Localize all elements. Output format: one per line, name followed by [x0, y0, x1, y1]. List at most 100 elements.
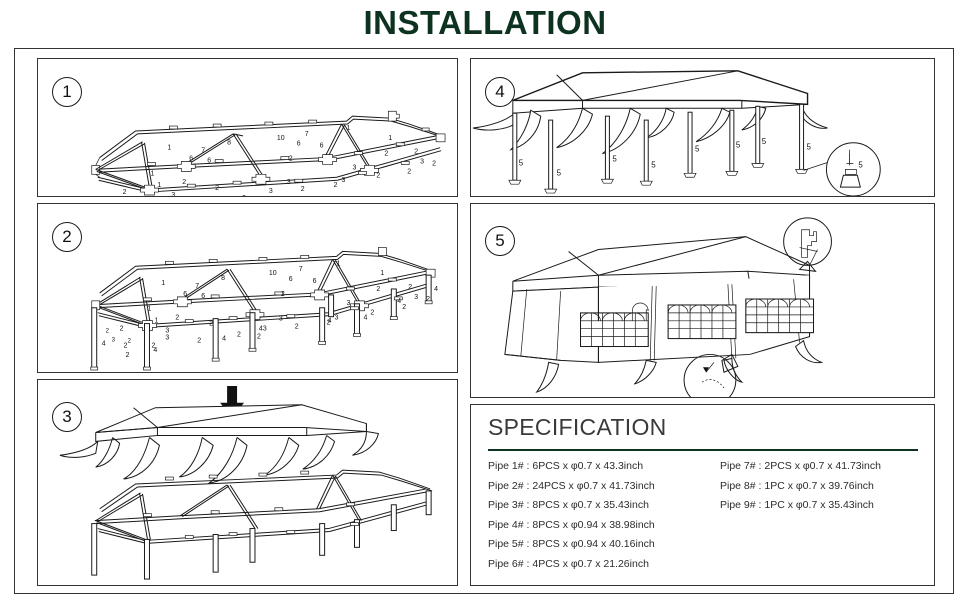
- svg-text:8: 8: [221, 275, 225, 282]
- svg-text:2: 2: [175, 315, 179, 322]
- svg-text:4: 4: [222, 335, 226, 342]
- svg-text:3: 3: [420, 158, 424, 165]
- step-3-badge: 3: [52, 402, 82, 432]
- svg-text:10: 10: [277, 135, 285, 142]
- page-title: INSTALLATION: [363, 4, 607, 41]
- svg-text:5: 5: [651, 160, 656, 169]
- spec-item: Pipe 4# : 8PCS x φ0.94 x 38.98inch: [488, 518, 655, 531]
- svg-text:2: 2: [402, 304, 406, 311]
- svg-text:2: 2: [376, 286, 380, 293]
- step-5-panel: 5: [470, 203, 935, 398]
- foot-detail-callout: 5: [803, 142, 881, 196]
- corner-clip-detail-callout: [783, 217, 832, 272]
- window: [580, 302, 649, 348]
- svg-text:7: 7: [299, 266, 303, 273]
- step-5-diagram: [471, 204, 934, 397]
- svg-text:2: 2: [106, 328, 109, 334]
- svg-text:5: 5: [557, 168, 562, 177]
- svg-text:3: 3: [263, 326, 267, 333]
- svg-text:2: 2: [384, 151, 388, 158]
- svg-text:1: 1: [337, 260, 341, 267]
- step-4-badge: 4: [485, 77, 515, 107]
- specification-panel: SPECIFICATION Pipe 1# : 6PCS x φ0.7 x 43…: [470, 404, 935, 586]
- spec-item: Pipe 6# : 4PCS x φ0.7 x 21.26inch: [488, 557, 649, 570]
- svg-text:2: 2: [408, 284, 412, 291]
- svg-text:7: 7: [195, 283, 199, 290]
- spec-item: Pipe 5# : 8PCS x φ0.94 x 40.16inch: [488, 538, 655, 550]
- svg-text:2: 2: [237, 331, 241, 338]
- svg-text:4: 4: [259, 326, 263, 333]
- svg-text:6: 6: [320, 143, 324, 150]
- svg-text:4: 4: [434, 286, 438, 293]
- svg-text:5: 5: [807, 143, 812, 152]
- svg-text:3: 3: [287, 179, 291, 186]
- svg-text:6: 6: [189, 156, 193, 163]
- svg-text:2: 2: [209, 321, 213, 328]
- svg-text:10: 10: [269, 270, 277, 277]
- svg-text:1: 1: [380, 270, 384, 277]
- specification-rule: [488, 449, 918, 451]
- specification-columns: Pipe 1# : 6PCS x φ0.7 x 43.3inch Pipe 2#…: [488, 457, 923, 574]
- spec-item: Pipe 3# : 8PCS x φ0.7 x 35.43inch: [488, 499, 649, 511]
- svg-text:1: 1: [157, 182, 161, 189]
- svg-text:1: 1: [167, 145, 171, 152]
- svg-text:6: 6: [207, 158, 211, 165]
- svg-text:5: 5: [858, 160, 863, 169]
- svg-text:2: 2: [289, 156, 293, 163]
- svg-text:7: 7: [201, 148, 205, 155]
- sheet-border: [14, 48, 954, 594]
- svg-text:6: 6: [313, 278, 317, 285]
- svg-text:2: 2: [334, 182, 338, 189]
- window: [745, 298, 815, 334]
- svg-text:4: 4: [363, 315, 367, 322]
- step-4-panel: 4: [470, 58, 935, 197]
- svg-text:4: 4: [397, 298, 401, 305]
- svg-text:7: 7: [305, 131, 309, 138]
- svg-text:2: 2: [301, 186, 305, 193]
- svg-text:2: 2: [151, 342, 155, 349]
- step-5-badge: 5: [485, 226, 515, 256]
- svg-text:3: 3: [171, 192, 175, 196]
- step-1-badge: 1: [52, 77, 82, 107]
- leg-labels: 5 5 5 5 5 5 5 5: [519, 137, 812, 177]
- svg-text:3: 3: [112, 337, 116, 343]
- svg-text:6: 6: [183, 291, 187, 298]
- svg-text:2: 2: [128, 338, 131, 344]
- svg-text:3: 3: [165, 327, 169, 334]
- svg-text:1: 1: [347, 125, 351, 132]
- step-2-diagram: 1 1 2 2 2 3 2 2 2 3 2 2 3 2 2 7 6: [38, 204, 457, 372]
- spec-item: Pipe 9# : 1PC x φ0.7 x 35.43inch: [720, 499, 874, 511]
- step-1-panel: 1: [37, 58, 458, 197]
- window: [667, 304, 737, 340]
- svg-text:6: 6: [297, 141, 301, 148]
- step-3-diagram: [38, 380, 457, 585]
- svg-text:6: 6: [201, 293, 205, 300]
- svg-text:5: 5: [519, 158, 524, 167]
- svg-text:4: 4: [328, 318, 332, 325]
- svg-text:2: 2: [432, 160, 436, 167]
- svg-text:1: 1: [147, 306, 151, 313]
- svg-text:1: 1: [388, 135, 392, 142]
- svg-text:4: 4: [102, 340, 106, 347]
- svg-text:3: 3: [347, 300, 351, 307]
- svg-text:2: 2: [242, 195, 246, 196]
- svg-text:5: 5: [612, 155, 617, 164]
- svg-text:6: 6: [289, 276, 293, 283]
- svg-text:8: 8: [227, 140, 231, 147]
- svg-text:5: 5: [762, 137, 767, 146]
- svg-text:2: 2: [407, 168, 411, 175]
- spec-item: Pipe 1# : 6PCS x φ0.7 x 43.3inch: [488, 460, 644, 472]
- svg-text:1: 1: [150, 170, 154, 177]
- svg-text:3: 3: [335, 315, 339, 322]
- svg-text:3: 3: [165, 334, 169, 341]
- svg-text:2: 2: [123, 189, 127, 196]
- svg-text:2: 2: [124, 342, 128, 349]
- svg-text:2: 2: [295, 324, 299, 331]
- svg-text:2: 2: [257, 333, 261, 340]
- specification-title: SPECIFICATION: [488, 414, 667, 440]
- svg-text:1: 1: [154, 318, 158, 325]
- svg-text:2: 2: [182, 179, 186, 186]
- step-1-diagram: 1 1 2 2 2 3 2 2 2 3 2 2 3 2 2 7 6: [38, 59, 457, 196]
- step-2-badge: 2: [52, 222, 82, 252]
